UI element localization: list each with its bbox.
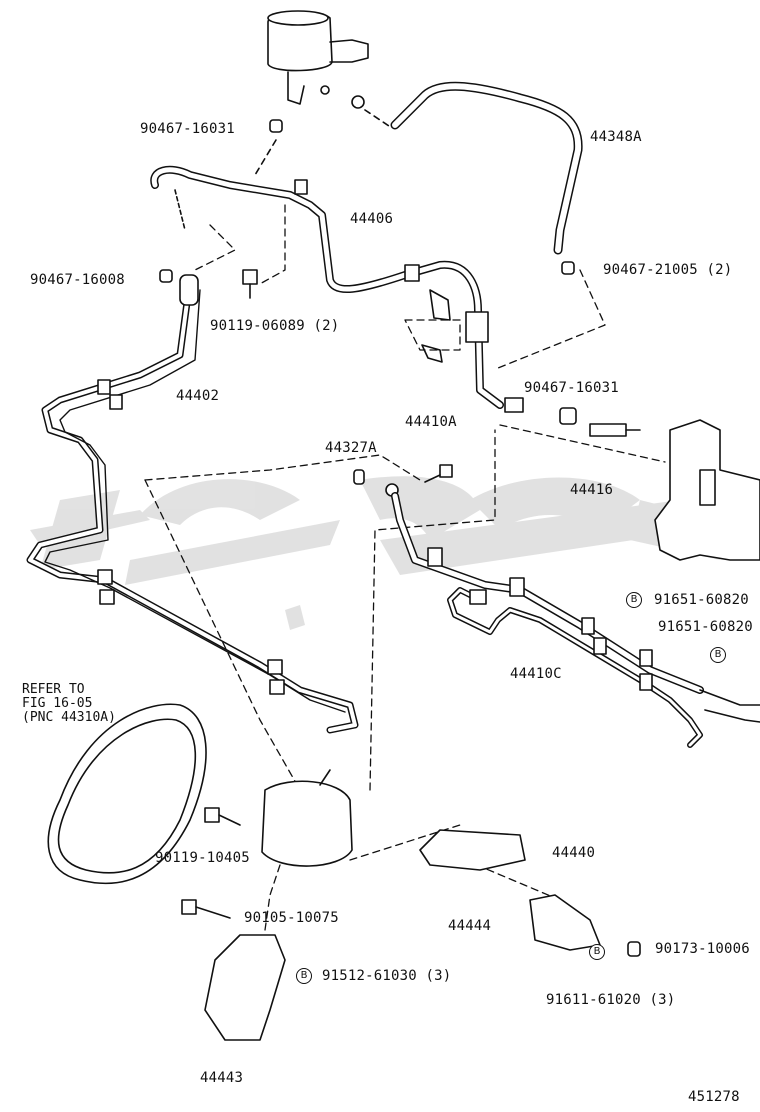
steering-gear (654, 419, 760, 561)
refer-note-line3: (PNC 44310A) (22, 710, 116, 725)
label-90467-16008: 90467-16008 (30, 272, 125, 288)
figure-number: 451278 (688, 1089, 740, 1105)
bolt-90119-10405 (204, 807, 241, 826)
union-44416 (589, 423, 641, 437)
clamp-2 (159, 269, 173, 283)
label-44444: 44444 (448, 918, 492, 934)
watermark (30, 476, 720, 630)
label-90119-10405: 90119-10405 (155, 850, 250, 866)
clamp-3 (561, 261, 575, 275)
bracket-44440 (419, 829, 526, 871)
label-44416: 44416 (570, 482, 614, 498)
clamp-4 (559, 407, 577, 425)
label-91512-61030: 91512-61030 (3) (322, 968, 452, 984)
label-44402: 44402 (176, 388, 220, 404)
drive-belt (47, 703, 207, 885)
bracket-small (421, 289, 451, 363)
label-44443: 44443 (200, 1070, 244, 1086)
bracket-44444 (529, 894, 601, 951)
bolt-90119-06089 (242, 269, 258, 299)
label-90467-16031-a: 90467-16031 (140, 121, 235, 137)
bolt-mark-3: B (296, 968, 312, 984)
clip-90173 (627, 941, 641, 957)
label-44410a: 44410A (405, 414, 457, 430)
label-90467-16031-b: 90467-16031 (524, 380, 619, 396)
hose-44406 (150, 165, 524, 413)
label-44348a: 44348A (590, 129, 642, 145)
label-90467-21005: 90467-21005 (2) (603, 262, 733, 278)
label-90173-10006: 90173-10006 (655, 941, 750, 957)
label-44327a: 44327A (325, 440, 377, 456)
label-44440: 44440 (552, 845, 596, 861)
gasket-44327a (353, 469, 365, 485)
label-91611-61020: 91611-61020 (3) (546, 992, 676, 1008)
label-44410c: 44410C (510, 666, 562, 682)
label-44406: 44406 (350, 211, 394, 227)
bolt-44410a (424, 464, 453, 483)
reservoir-tank (267, 10, 369, 105)
label-90119-06089: 90119-06089 (2) (210, 318, 340, 334)
tube-44410c (447, 587, 760, 748)
clamp-1 (269, 119, 283, 133)
bracket-44443 (204, 934, 286, 1041)
hose-44410a (385, 483, 704, 694)
label-91651-60820-b: 91651-60820 (658, 619, 753, 635)
refer-note-line1: REFER TO (22, 682, 85, 697)
bolt-mark-2: B (710, 647, 726, 663)
refer-note-line2: FIG 16-05 (22, 696, 93, 711)
label-91651-60820-a: 91651-60820 (654, 592, 749, 608)
hose-44348a (351, 81, 583, 255)
tube-44402 (26, 274, 359, 734)
bolt-mark-1: B (626, 592, 642, 608)
bolt-mark-4: B (589, 944, 605, 960)
bolt-90105-10075 (181, 899, 231, 919)
label-90105-10075: 90105-10075 (244, 910, 339, 926)
vane-pump (261, 769, 353, 867)
